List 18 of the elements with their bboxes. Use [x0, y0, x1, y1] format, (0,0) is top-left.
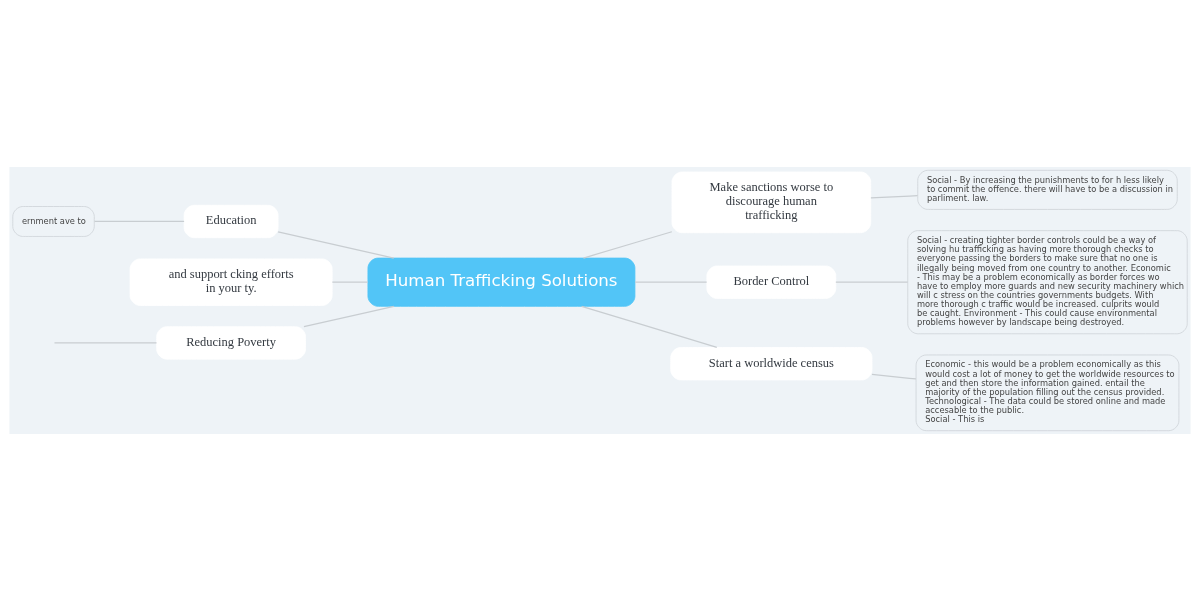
node-box: ernment ave to	[12, 205, 95, 237]
node-box: Start a worldwide census	[670, 346, 873, 380]
node-box: Make sanctions worse to discourage human trafficking	[671, 171, 872, 233]
node-box: Social - creating tighter border controls could be a way of solving hu trafficking as having more thorough checks to everyone passing the borders to make sure that no one is illegally being moved from one country to another. Economic - This may be a problem economically as border forces wo have to employ more guards and new security machinery which will c stress on the countries governments budgets. With more thorough c traffic would be increased. culprits would be caught. Environment - This could cause environmental problems however by landscape being destroyed.	[907, 229, 1188, 334]
node-box: Economic - this would be a problem economically as this would cost a lot of money to get the worldwide resources to get and then store the information gained. entail the majority of the population filling out the census provided. Technological - The data could be stored online and made accesable to the public. Social - This is	[915, 354, 1180, 431]
node-box: Border Control	[706, 265, 837, 299]
node-box: Reducing Poverty	[156, 325, 306, 360]
connector	[303, 305, 395, 327]
connector	[93, 220, 185, 222]
connector	[581, 305, 718, 348]
connector	[870, 194, 919, 198]
connector	[582, 230, 673, 259]
connector	[277, 230, 395, 259]
node-box: Human Trafficking Solutions	[367, 257, 636, 307]
node-box: Education	[183, 204, 279, 238]
node-box: and support cking efforts in your ty.	[129, 258, 333, 306]
connector	[871, 373, 917, 380]
node-box: Social - By increasing the punishments to for h less likely to commit the offence. there will have to be a discussion in parliment. law.	[917, 169, 1178, 210]
